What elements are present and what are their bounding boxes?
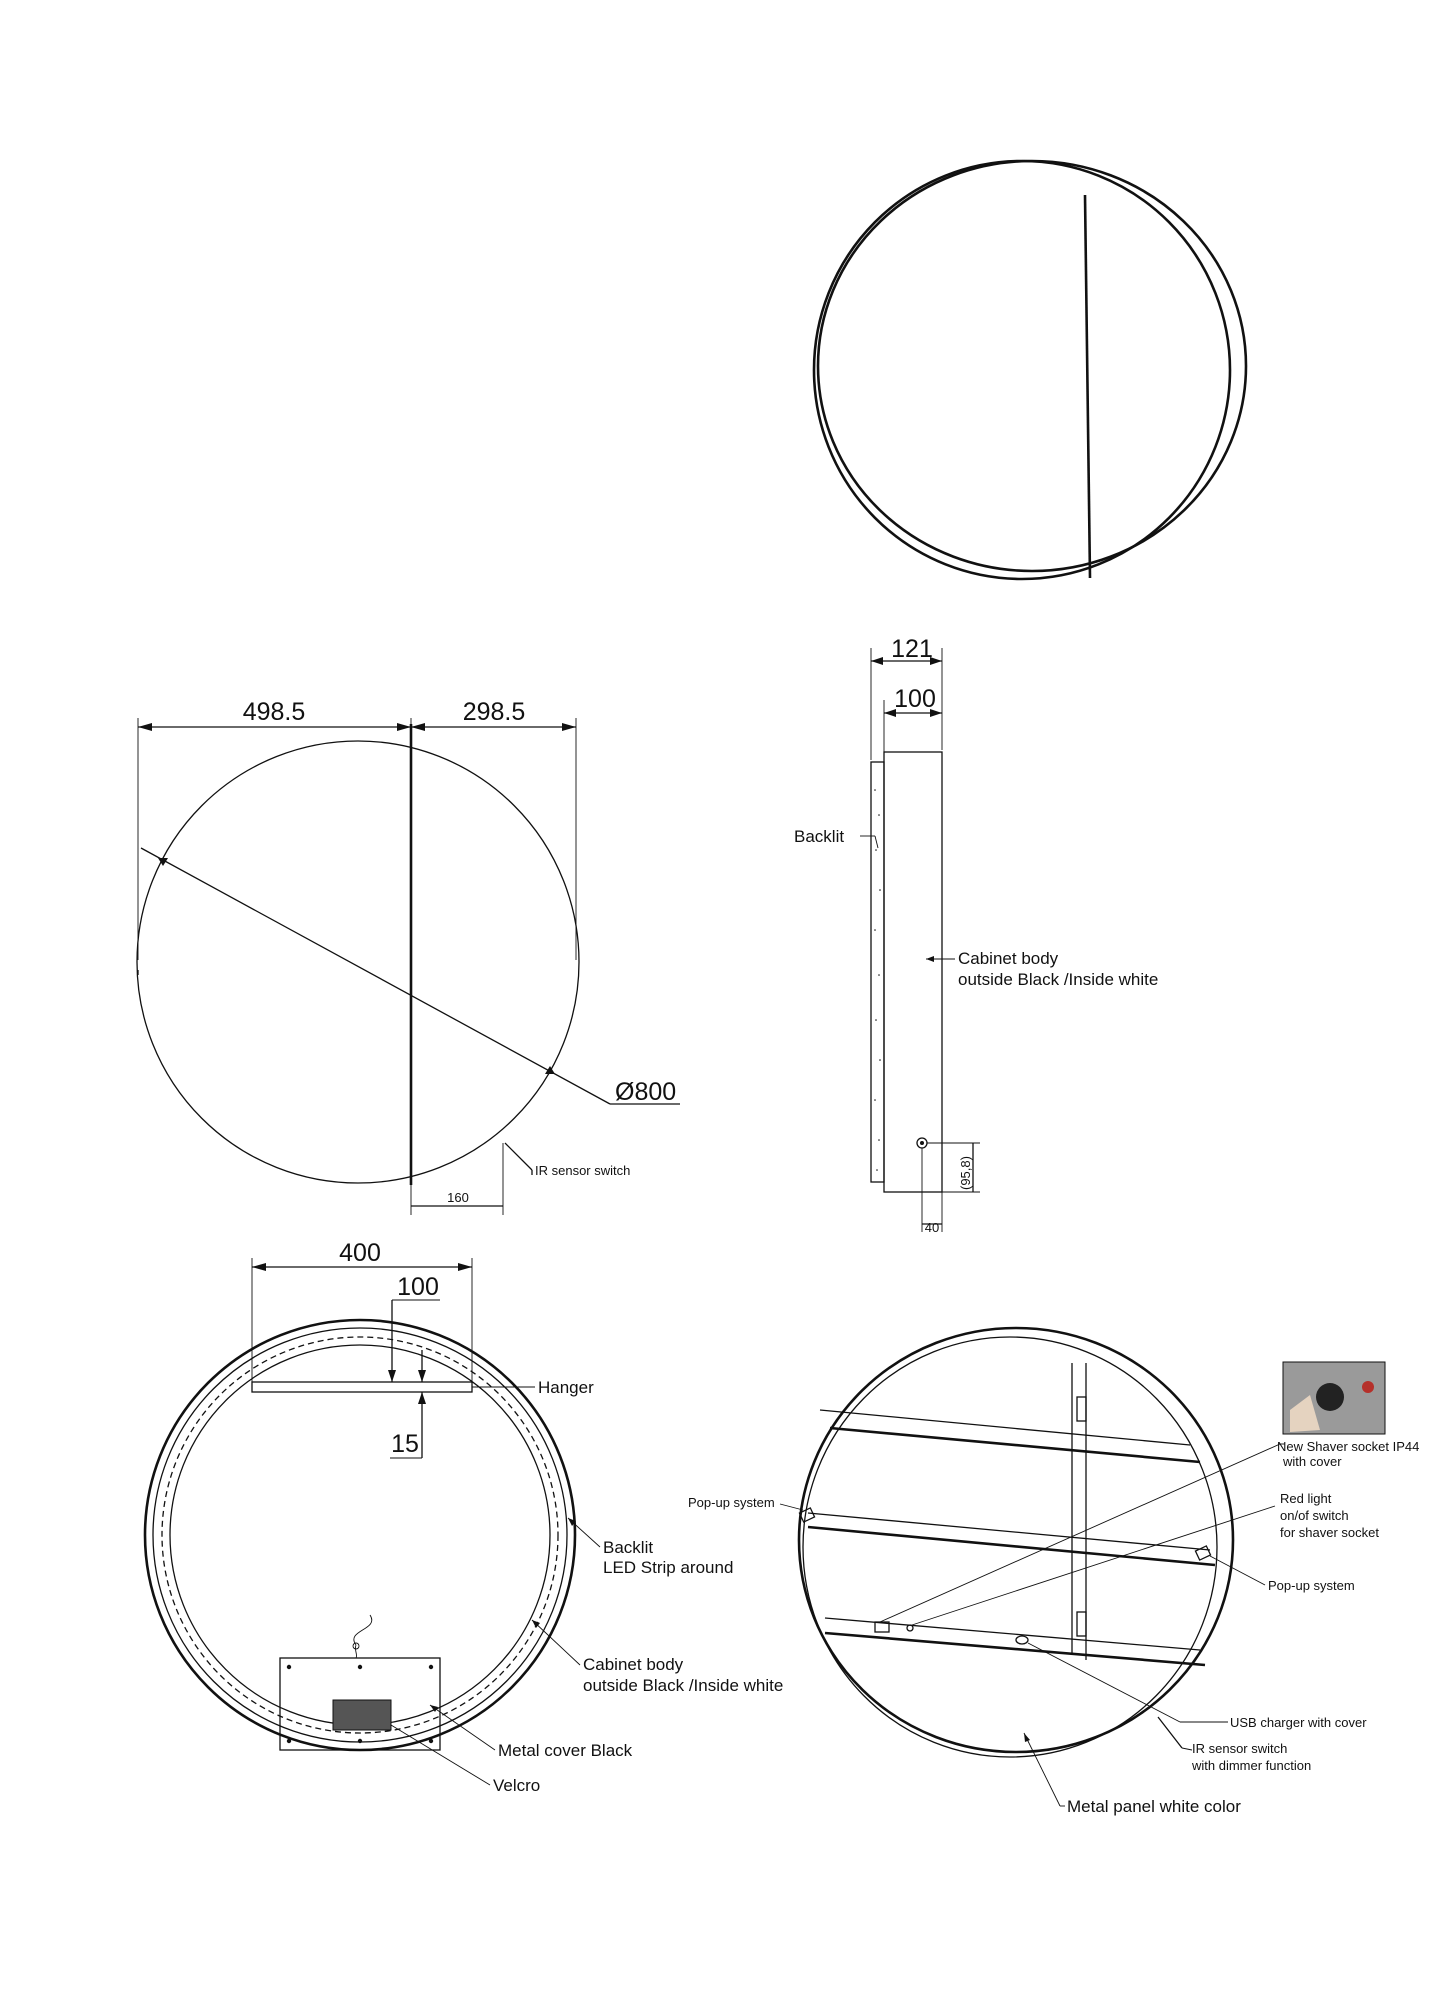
interior-outer — [797, 1326, 1235, 1754]
back-backlit-label-1: Backlit — [603, 1538, 653, 1557]
ir-sensor-mark — [1157, 1716, 1183, 1749]
usb-charger — [1015, 1635, 1029, 1645]
shaver-socket — [874, 1621, 890, 1633]
back-backlit-label-2: LED Strip around — [603, 1558, 733, 1577]
depth-total-label: 121 — [891, 635, 933, 663]
led-strip — [161, 1336, 559, 1734]
red-light-label-1: Red light — [1280, 1491, 1332, 1506]
cabinet-body — [883, 751, 943, 1193]
diameter-line — [140, 847, 611, 1105]
back-outer-circle — [143, 1318, 577, 1752]
back-body-label-1: Cabinet body — [583, 1655, 684, 1674]
red-light-label-3: for shaver socket — [1280, 1525, 1379, 1540]
front-circle — [136, 740, 580, 1184]
red-light-label-2: on/of switch — [1280, 1508, 1349, 1523]
side-body-label-2: outside Black /Inside white — [958, 970, 1158, 989]
front-view: 498.5 298.5 Ø800 IR sensor switch 160 — [136, 698, 680, 1215]
backlit-strip — [870, 761, 885, 1183]
velcro-patch — [332, 1699, 392, 1731]
popup-left — [798, 1507, 816, 1523]
side-view: 121 100 Backlit Cabinet body outside Bla… — [794, 635, 1158, 1235]
interior-inner — [802, 1336, 1218, 1758]
offset-label: 160 — [447, 1190, 469, 1205]
perspective-closed-view — [812, 159, 1248, 581]
dim-right-label: 298.5 — [463, 698, 526, 726]
hanger-height-label: 15 — [391, 1430, 419, 1458]
outer-rim — [816, 159, 1248, 573]
shaver-label-2: with cover — [1282, 1454, 1342, 1469]
metal-panel-label: Metal panel white color — [1067, 1797, 1241, 1816]
ir-label-2: with dimmer function — [1191, 1758, 1311, 1773]
shaver-label-1: New Shaver socket IP44 — [1277, 1439, 1419, 1454]
usb-label: USB charger with cover — [1230, 1715, 1367, 1730]
hanger-offset-label: 100 — [397, 1273, 439, 1301]
hanger-bar — [251, 1381, 473, 1393]
interior-view: New Shaver socket IP44 with cover Red li… — [688, 1326, 1419, 1816]
popup-right-label: Pop-up system — [1268, 1578, 1355, 1593]
dim-left-label: 498.5 — [243, 698, 306, 726]
side-body-label-1: Cabinet body — [958, 949, 1059, 968]
depth-body-label: 100 — [894, 685, 936, 713]
ir-sensor-label: IR sensor switch — [535, 1163, 630, 1178]
diameter-label: Ø800 — [615, 1078, 676, 1106]
switch-height-label: (95,8) — [958, 1156, 973, 1190]
popup-right — [1194, 1545, 1212, 1561]
ir-label-1: IR sensor switch — [1192, 1741, 1287, 1756]
backlit-label: Backlit — [794, 827, 844, 846]
back-rim — [152, 1327, 568, 1743]
inner-rim — [812, 159, 1232, 581]
back-body-label-2: outside Black /Inside white — [583, 1676, 783, 1695]
switch-offset-label: 40 — [925, 1220, 939, 1235]
hanger-label: Hanger — [538, 1378, 594, 1397]
velcro-label: Velcro — [493, 1776, 540, 1795]
back-view: 400 100 15 Hanger Backlit LED Strip arou… — [143, 1239, 783, 1795]
metal-cover-label: Metal cover Black — [498, 1741, 633, 1760]
hanger-width-label: 400 — [339, 1239, 381, 1267]
cable — [353, 1614, 373, 1659]
popup-left-label: Pop-up system — [688, 1495, 775, 1510]
backlit-texture — [874, 789, 881, 1171]
red-light-switch — [906, 1624, 914, 1632]
metal-cover — [279, 1657, 441, 1751]
door-split-line — [1083, 194, 1092, 579]
